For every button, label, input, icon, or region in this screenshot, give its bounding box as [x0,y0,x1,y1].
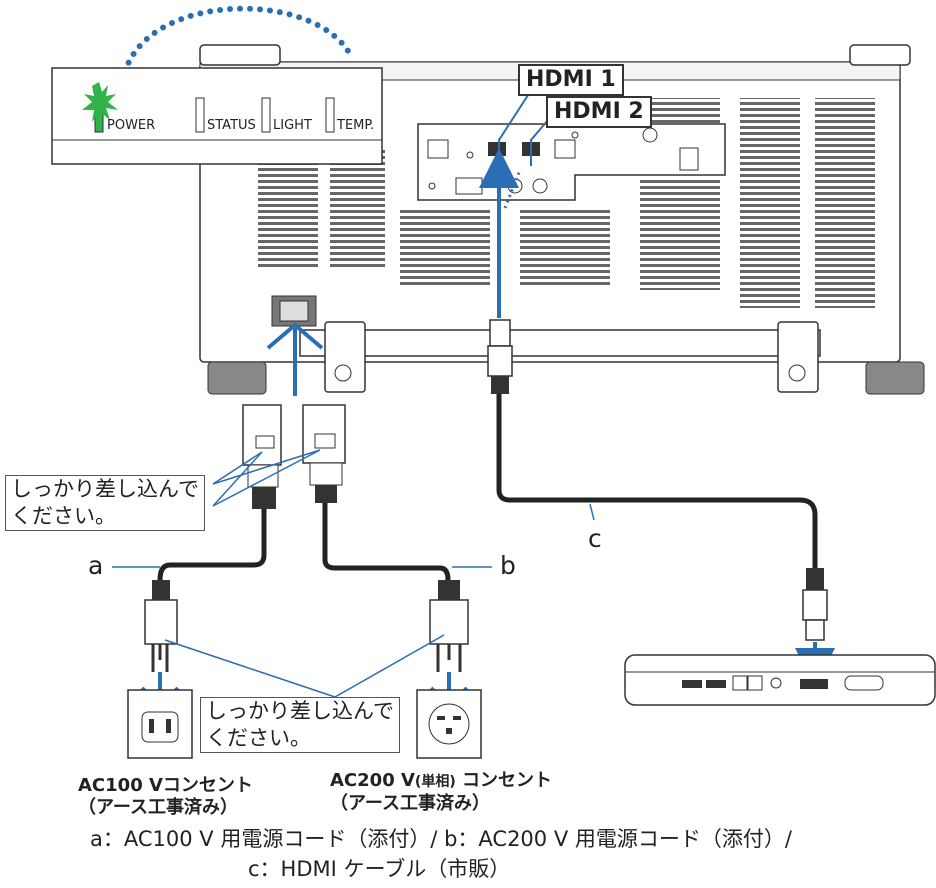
hdmi1-tag: HDMI 1 [518,64,624,96]
caption-line2: c：HDMI ケーブル（市販） [248,857,511,881]
callout-bottom-line2: ください。 [206,726,311,750]
ac200-voltage: AC200 V [330,770,415,791]
indicator-zoom-arc [122,5,355,75]
ac100-outlet-label-line1: AC100 Vコンセント [78,775,253,796]
caption-line1: a：AC100 V 用電源コード（添付）/ b：AC200 V 用電源コード（添… [90,827,792,851]
indicator-panel [51,67,383,165]
hdmi-cable-plug-top [487,319,513,394]
label-b: b [500,551,516,580]
insert-firmly-callout-bottom: しっかり差し込んで ください。 [200,697,400,753]
hdmi-cable-plug-bottom [802,568,828,641]
cord-a-cable [157,509,267,581]
ac200-outlet-word: コンセント [455,770,552,791]
ac200-outlet [416,689,482,759]
label-a: a [88,551,104,580]
insert-firmly-callout-top: しっかり差し込んで ください。 [5,475,205,531]
power-indicator-label: POWER [107,118,156,133]
hdmi-cable [496,394,818,568]
status-indicator-label: STATUS [207,118,256,133]
callout-bottom-line1: しっかり差し込んで [206,699,394,723]
cord-a-connector [242,404,282,509]
laptop [624,654,936,706]
hdmi2-tag: HDMI 2 [546,96,652,128]
callout-top-line1: しっかり差し込んで [11,477,199,501]
temp-indicator-label: TEMP. [337,118,375,133]
callout-top-line2: ください。 [11,504,116,528]
ac200-outlet-label: AC200 V(単相) コンセント （アース工事済み） [330,770,552,815]
cord-b-cable [322,503,451,581]
ac100-outlet-label: AC100 Vコンセント （アース工事済み） [78,775,253,819]
label-c: c [588,524,602,553]
light-indicator-label: LIGHT [273,118,312,133]
ac200-outlet-label-line1: AC200 V(単相) コンセント [330,770,552,793]
ac200-plug [429,580,469,672]
ac200-phase: (単相) [414,774,456,790]
ac200-outlet-label-line2: （アース工事済み） [330,793,491,814]
power-glow-icon [82,82,118,122]
ac100-outlet-label-line2: （アース工事済み） [78,797,239,818]
ac100-plug [144,580,178,672]
ac100-outlet [127,689,193,759]
